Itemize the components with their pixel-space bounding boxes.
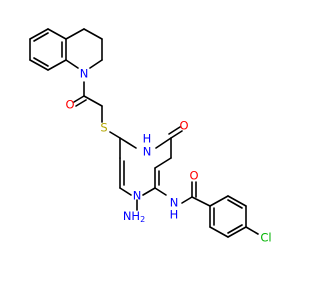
molecule-canvas: N O S H N O N NH2 N H O Cl — [29, 28, 272, 245]
bond — [47, 59, 67, 71]
atom-o-pyrimidinone: O — [179, 119, 188, 133]
bond — [227, 224, 243, 234]
atom-labels: N O S H N O N NH2 N H O Cl — [65, 67, 271, 245]
bond — [119, 187, 132, 196]
bond — [154, 157, 172, 169]
atom-h-ring: H — [143, 132, 152, 146]
molecule-structure: N O S H N O N NH2 N H O Cl — [29, 28, 272, 245]
bonds — [29, 28, 259, 238]
bond — [227, 199, 243, 209]
atom-n-amide: N — [170, 196, 179, 210]
atom-cl: Cl — [260, 231, 271, 245]
bond — [109, 131, 121, 139]
bond — [33, 32, 49, 42]
bond — [83, 95, 103, 107]
bond — [119, 137, 137, 149]
bond — [209, 226, 229, 238]
atom-o-amide: O — [189, 169, 198, 183]
bond — [155, 137, 172, 149]
atom-h-amide: H — [170, 208, 179, 222]
atom-s-thioether: S — [100, 121, 107, 135]
bond — [142, 187, 156, 196]
bond — [181, 196, 193, 204]
bond — [170, 130, 183, 139]
bond — [75, 99, 87, 107]
atom-n-ring-nh: N — [143, 145, 152, 159]
nh2-label: NH — [123, 209, 140, 223]
bond — [29, 28, 49, 40]
bond — [227, 195, 247, 207]
atom-n-quinoline: N — [80, 67, 89, 81]
bond — [209, 195, 229, 207]
atom-nh2: NH2 — [123, 209, 145, 224]
nh2-subscript: 2 — [140, 215, 145, 224]
bond — [33, 57, 49, 67]
bond — [47, 28, 67, 40]
bond — [65, 28, 85, 40]
bond — [154, 187, 167, 196]
atom-o-ketone: O — [65, 98, 74, 112]
bond — [227, 226, 247, 238]
bond — [89, 59, 103, 69]
bond — [73, 95, 85, 103]
bond — [245, 226, 259, 235]
atom-n-ring: N — [133, 189, 142, 203]
bond — [83, 28, 103, 40]
bond — [168, 126, 181, 135]
bond — [191, 196, 211, 207]
bond — [65, 59, 79, 69]
bond — [29, 59, 49, 71]
